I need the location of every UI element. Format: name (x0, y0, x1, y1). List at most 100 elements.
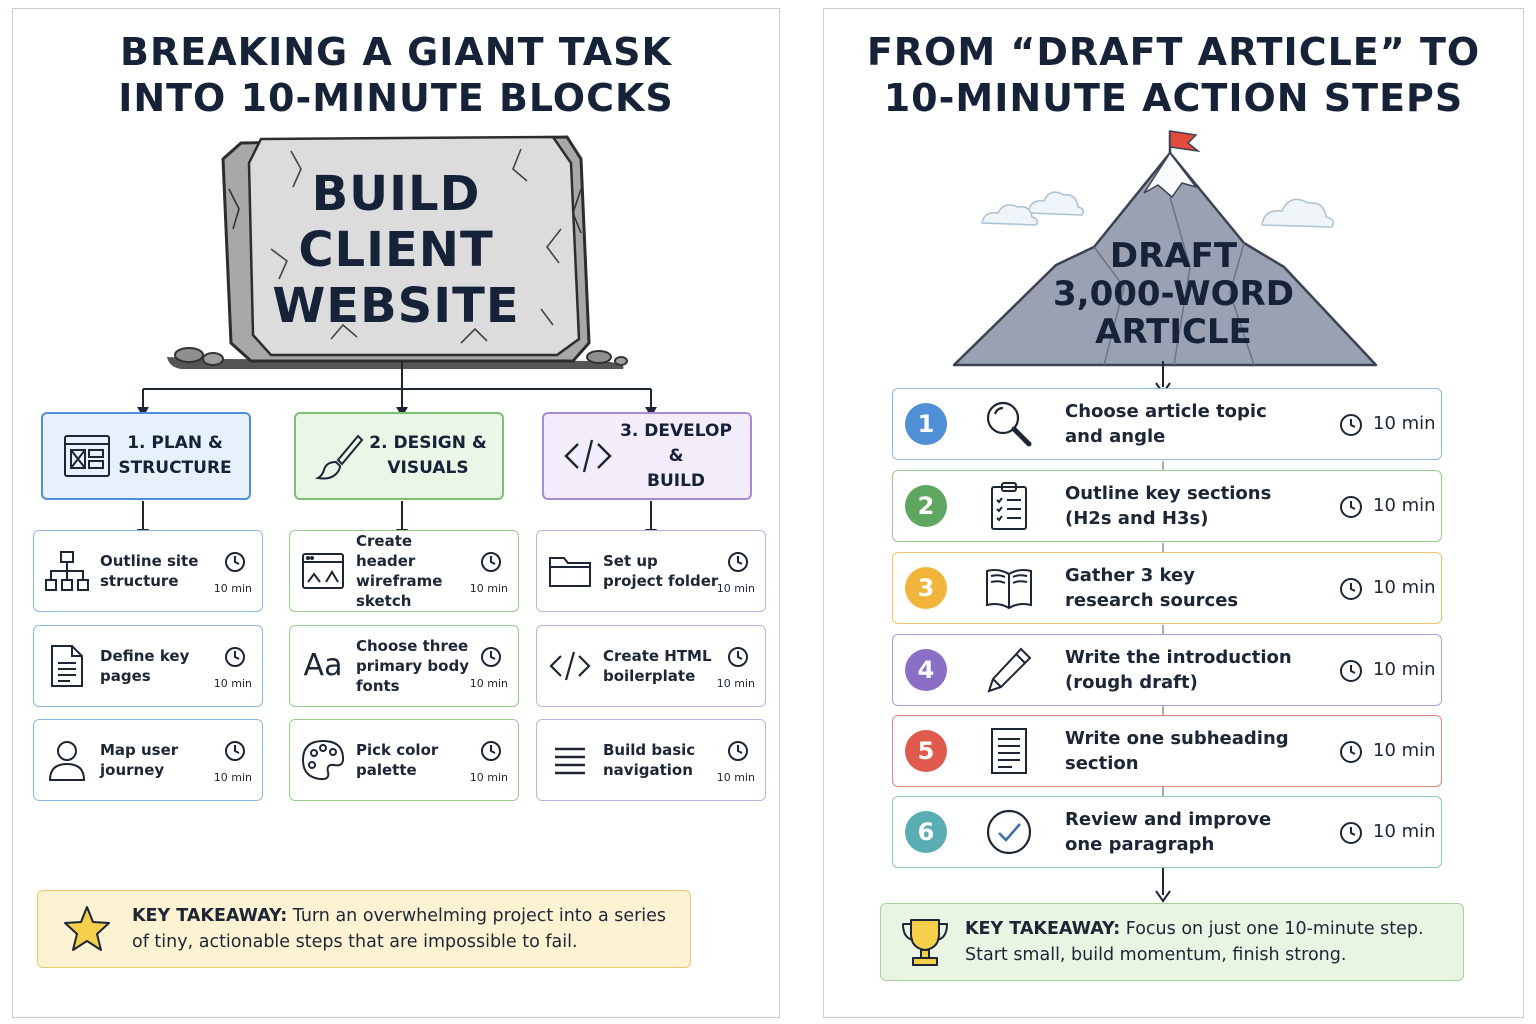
clock-icon (481, 552, 501, 572)
task-card: Create header wireframe sketch 10 min (289, 530, 519, 612)
takeaway-text-line2: of tiny, actionable steps that are impos… (132, 932, 578, 952)
clock-icon (728, 552, 748, 572)
task-card: Aa Choose three primary body fonts 10 mi… (289, 625, 519, 707)
left-panel: BREAKING A GIANT TASK INTO 10-MINUTE BLO… (12, 8, 780, 1018)
clock-icon (1340, 660, 1362, 682)
page-lines-icon (991, 728, 1027, 774)
task-card: Build basic navigation 10 min (536, 719, 766, 801)
task-label: Outline site structure (100, 552, 199, 590)
step-number: 5 (905, 730, 947, 772)
palette-icon (301, 739, 345, 781)
block-title-line1: BUILD (311, 166, 481, 222)
category-plan-structure: 1. PLAN & STRUCTURE (41, 412, 251, 500)
takeaway-text-line1: Turn an overwhelming project into a seri… (287, 906, 667, 926)
category-label: STRUCTURE (118, 458, 232, 478)
step-label-line2: one paragraph (1065, 834, 1215, 855)
trophy-icon (902, 919, 948, 966)
task-label: Create header wireframe sketch (356, 532, 443, 610)
wireframe-layout-icon (64, 435, 110, 477)
mountain-title-line2: 3,000-WORD (1053, 274, 1294, 314)
category-label: BUILD (646, 470, 706, 491)
takeaway-text-line1: Focus on just one 10-minute step. (1120, 919, 1424, 939)
open-book-icon (986, 569, 1032, 610)
document-icon (51, 645, 83, 687)
task-card: Define key pages 10 min (33, 625, 263, 707)
clock-icon (1340, 414, 1362, 436)
code-brackets-icon (564, 439, 612, 473)
right-panel: FROM “DRAFT ARTICLE” TO 10-MINUTE ACTION… (823, 8, 1524, 1018)
clock-icon (728, 647, 748, 667)
step-number: 1 (905, 403, 947, 445)
task-duration: 10 min (469, 677, 508, 690)
pencil-icon (987, 647, 1032, 693)
task-duration: 10 min (213, 582, 252, 595)
step-duration: 10 min (1373, 659, 1436, 680)
step-label-line1: Review and improve (1065, 809, 1272, 830)
step-label-line1: Gather 3 key (1065, 565, 1195, 586)
right-title-line2: 10-MINUTE ACTION STEPS (883, 76, 1464, 120)
right-key-takeaway: KEY TAKEAWAY: Focus on just one 10-minut… (880, 903, 1464, 981)
menu-icon (555, 747, 585, 775)
task-card: Map user journey 10 min (33, 719, 263, 801)
step-label-line2: research sources (1065, 590, 1239, 611)
clock-icon (1340, 822, 1362, 844)
task-label: Create HTML boilerplate (603, 647, 712, 685)
takeaway-label: KEY TAKEAWAY: (132, 906, 288, 926)
checkmark-circle-icon (986, 809, 1032, 855)
step-number: 4 (905, 649, 947, 691)
category-label: 3. DEVELOP & (620, 420, 732, 466)
step-label-line2: (rough draft) (1065, 672, 1198, 693)
category-label: 2. DESIGN & (369, 433, 487, 453)
step-number: 3 (905, 567, 947, 609)
step-label-line1: Outline key sections (1065, 483, 1272, 504)
clock-icon (1340, 496, 1362, 518)
magnifier-icon (986, 401, 1032, 447)
task-label: Pick color palette (356, 741, 439, 779)
step-label-line2: and angle (1065, 426, 1166, 447)
category-develop-build: 3. DEVELOP & BUILD (542, 412, 752, 500)
task-label: Build basic navigation (603, 741, 696, 779)
paintbrush-icon (314, 434, 364, 480)
mountain-title-line3: ARTICLE (1095, 312, 1252, 352)
code-icon (549, 651, 591, 681)
step-duration: 10 min (1373, 495, 1436, 516)
step-label-line1: Choose article topic (1065, 401, 1267, 422)
step-duration: 10 min (1373, 821, 1436, 842)
category-label: 1. PLAN & (127, 433, 223, 453)
task-duration: 10 min (213, 677, 252, 690)
mountain-icon (952, 130, 1378, 367)
star-icon (64, 906, 110, 951)
task-duration: 10 min (469, 771, 508, 784)
task-label: Set up project folder (603, 552, 719, 590)
step-card: 2 Outline key sections(H2s and H3s) 10 m… (892, 470, 1442, 542)
clock-icon (225, 552, 245, 572)
right-title-line1: FROM “DRAFT ARTICLE” TO (866, 30, 1481, 74)
task-duration: 10 min (716, 771, 755, 784)
task-duration: 10 min (716, 582, 755, 595)
step-card: 4 Write the introduction (rough draft) 10… (892, 634, 1442, 706)
step-duration: 10 min (1373, 413, 1436, 434)
task-label: Choose three primary body fonts (356, 637, 469, 695)
clock-icon (481, 647, 501, 667)
stone-block-icon (167, 135, 628, 369)
left-title-line1: BREAKING A GIANT TASK (120, 30, 672, 74)
right-title: FROM “DRAFT ARTICLE” TO 10-MINUTE ACTION… (824, 29, 1523, 121)
browser-window-icon (302, 553, 344, 589)
font-icon: Aa (303, 648, 343, 683)
step-number: 2 (905, 485, 947, 527)
task-label: Define key pages (100, 647, 190, 685)
clock-icon (225, 741, 245, 761)
task-label: Map user journey (100, 741, 179, 779)
step-duration: 10 min (1373, 740, 1436, 761)
left-takeaway-text: KEY TAKEAWAY: Turn an overwhelming proje… (132, 903, 666, 955)
task-duration: 10 min (716, 677, 755, 690)
task-card: Set up project folder 10 min (536, 530, 766, 612)
clock-icon (728, 741, 748, 761)
step-label-line1: Write the introduction (1065, 647, 1292, 668)
right-takeaway-text: KEY TAKEAWAY: Focus on just one 10-minut… (965, 916, 1424, 968)
task-duration: 10 min (469, 582, 508, 595)
clock-icon (1340, 578, 1362, 600)
